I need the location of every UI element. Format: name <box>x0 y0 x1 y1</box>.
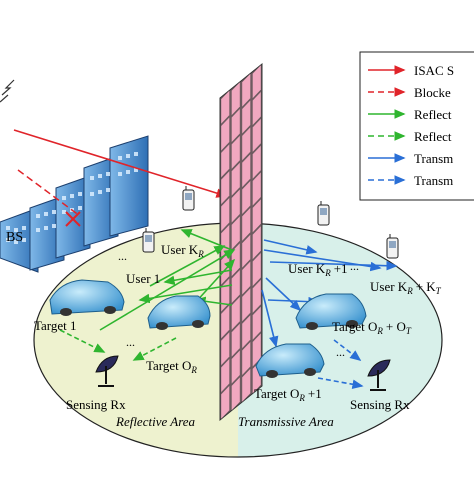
ris-element <box>221 90 230 124</box>
ris-element <box>231 323 240 357</box>
target-1-label: Target 1 <box>34 318 77 333</box>
ris-element <box>231 270 240 303</box>
ris-element <box>242 342 251 375</box>
ris-element <box>252 65 261 99</box>
ellipsis-users-left: ... <box>118 249 127 263</box>
target-car-icon <box>255 343 325 378</box>
antenna-signal-icon <box>0 79 15 103</box>
ris-element <box>231 189 240 223</box>
ris-element <box>252 118 261 152</box>
ris-element <box>231 162 240 196</box>
transmissive-area-label: Transmissive Area <box>238 414 334 429</box>
ris-element <box>221 385 230 419</box>
ris-element <box>231 216 240 250</box>
user-phone-icon <box>317 201 330 226</box>
transmissive-area-fill <box>238 223 442 457</box>
target-car-icon <box>49 279 125 316</box>
blocked-path-line <box>17 169 81 217</box>
ris-element <box>221 305 230 339</box>
blocked-x-icon <box>65 211 81 227</box>
target-car-icon <box>147 295 211 330</box>
ris-element <box>252 172 261 206</box>
user-kr1-label: User KR+1 <box>288 261 348 278</box>
ris-element <box>252 145 261 179</box>
legend-label-3: Reflect <box>414 129 452 144</box>
ellipsis-users-right: ... <box>350 259 359 273</box>
reflective-area-label: Reflective Area <box>115 414 196 429</box>
user-phone-icon <box>142 228 155 253</box>
ris-element <box>221 117 230 151</box>
ris-element <box>242 207 251 241</box>
ris-element <box>242 368 251 402</box>
ris-element <box>242 181 251 214</box>
reflective-arrows <box>59 229 236 361</box>
ris-element <box>242 154 251 188</box>
target-or1-label: Target OR+1 <box>254 386 322 403</box>
ris-element <box>221 332 230 366</box>
ris-element <box>231 109 240 142</box>
ris-element <box>252 333 261 367</box>
target-or-label: Target OR <box>146 358 197 375</box>
ris-element <box>231 350 240 384</box>
target-car-icon <box>295 293 367 330</box>
ris-element <box>231 82 240 116</box>
ellipsis-targets-left: ... <box>126 335 135 349</box>
sensing-rx-left-label: Sensing Rx <box>66 397 126 412</box>
ris-element <box>221 359 230 392</box>
user-kr-label: User KR <box>161 242 204 259</box>
ris-element <box>231 377 240 411</box>
legend-box <box>359 51 474 201</box>
isac-signal-arrow <box>13 129 228 198</box>
ris-element <box>242 234 251 268</box>
ris-panel <box>219 62 263 422</box>
sensing-rx-dish-icon <box>367 359 391 391</box>
ris-element <box>252 306 261 340</box>
ris-element <box>231 135 240 169</box>
ris-element <box>242 73 251 107</box>
ris-element <box>221 198 230 231</box>
ris-element <box>242 315 251 349</box>
ris-element <box>252 199 261 233</box>
target-orot-label: Target OR+ OT <box>332 319 412 336</box>
ris-element <box>221 144 230 178</box>
sensing-rx-right-label: Sensing Rx <box>350 397 410 412</box>
bs-label: BS <box>6 230 23 245</box>
ris-element <box>242 261 251 295</box>
ellipsis-targets-right: ... <box>336 345 345 359</box>
ris-element <box>252 226 261 260</box>
ris-element <box>252 92 261 125</box>
legend-label-4: Transm <box>414 151 453 166</box>
ris-element <box>221 171 230 205</box>
legend-label-0: ISAC S <box>414 63 454 78</box>
user-krkt-label: User KR+ KT <box>370 279 442 296</box>
ris-element <box>252 253 261 286</box>
user-1-label: User 1 <box>126 271 160 286</box>
legend-label-1: Blocke <box>414 85 451 100</box>
ris-element <box>242 127 251 161</box>
ris-element <box>231 296 240 330</box>
transmissive-arrows <box>261 239 398 390</box>
sensing-rx-dish-icon <box>95 355 119 387</box>
base-station-buildings <box>0 135 149 273</box>
user-phone-icon <box>386 234 399 259</box>
legend-label-5: Transm <box>414 173 453 188</box>
ris-element <box>242 100 251 134</box>
ris-element <box>242 288 251 322</box>
ris-element <box>252 279 261 313</box>
user-phone-icon <box>182 186 195 211</box>
legend-label-2: Reflect <box>414 107 452 122</box>
